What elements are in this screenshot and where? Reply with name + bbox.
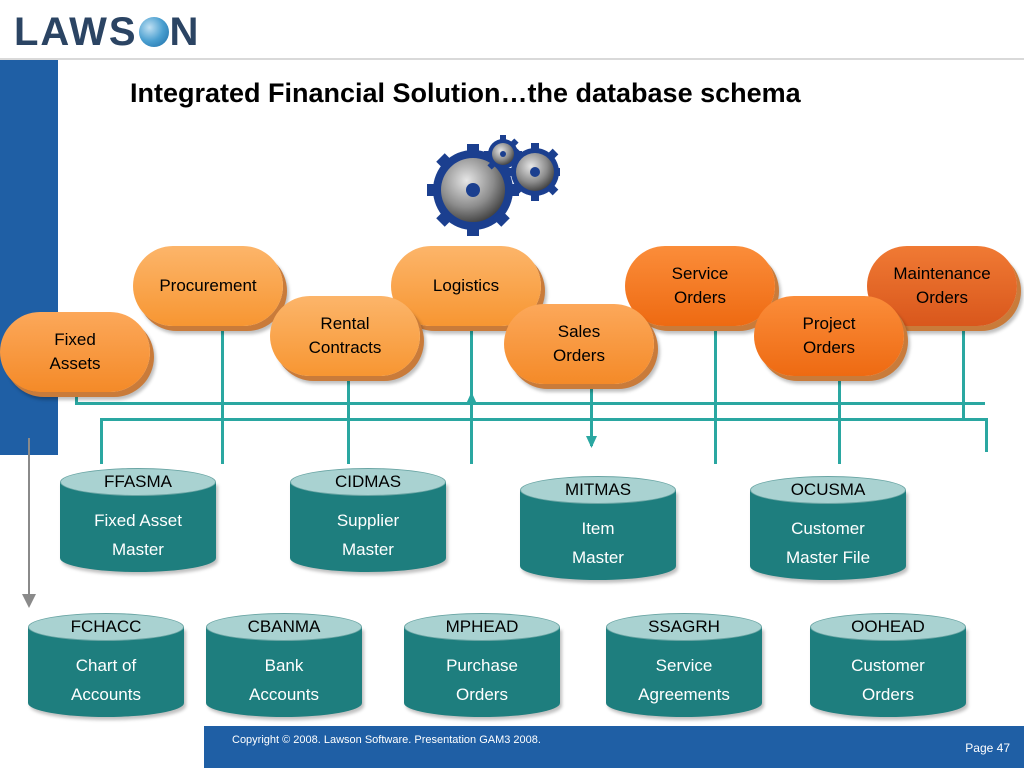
db-table-ssagrh: SSAGRH Service Agreements <box>606 613 762 731</box>
logo-text-left: LAWS <box>14 10 138 54</box>
table-code: MPHEAD <box>445 617 519 636</box>
module-label: Sales Orders <box>553 322 605 365</box>
left-accent-bar <box>0 60 58 455</box>
module-label: Rental Contracts <box>308 314 382 357</box>
module-logistics: Logistics <box>391 246 541 326</box>
module-label: Procurement <box>159 276 257 295</box>
table-code: CBANMA <box>247 617 321 636</box>
page-number: Page 47 <box>965 741 1010 755</box>
connector-sales <box>590 386 593 446</box>
gears-icon <box>427 135 560 236</box>
module-label: Fixed Assets <box>49 330 101 373</box>
module-fixed-assets: Fixed Assets <box>0 312 150 392</box>
table-description: Chart of Accounts <box>71 656 141 704</box>
connector-maintenance <box>962 330 965 420</box>
connector-bus-lower <box>100 418 988 421</box>
db-table-mphead: MPHEAD Purchase Orders <box>404 613 560 731</box>
table-description: Purchase Orders <box>446 656 518 704</box>
module-label: Logistics <box>432 276 500 295</box>
header-divider <box>0 58 1024 60</box>
logo-text-right: N <box>169 10 201 54</box>
db-table-mitmas: MITMAS Item Master <box>520 476 676 594</box>
table-code: FFASMA <box>103 472 172 491</box>
module-label: Service Orders <box>671 264 729 307</box>
table-description: Item Master <box>572 519 624 567</box>
connector-procurement <box>221 328 224 464</box>
db-table-ocusma: OCUSMA Customer Master File <box>750 476 906 594</box>
table-code: MITMAS <box>564 480 632 499</box>
db-table-ffasma: FFASMA Fixed Asset Master <box>60 468 216 586</box>
down-arrow-icon <box>586 436 597 448</box>
module-procurement: Procurement <box>133 246 283 326</box>
table-code: CIDMAS <box>334 472 402 491</box>
gray-down-arrow-icon <box>22 438 36 608</box>
up-arrow-icon <box>466 392 477 404</box>
connector-bus-upper <box>75 402 985 405</box>
module-label: Maintenance Orders <box>893 264 991 307</box>
table-code: OCUSMA <box>790 480 866 499</box>
table-description: Bank Accounts <box>249 656 319 704</box>
table-description: Supplier Master <box>336 511 400 559</box>
connector-rental <box>347 378 350 464</box>
table-description: Customer Master File <box>785 519 871 567</box>
db-table-oohead: OOHEAD Customer Orders <box>810 613 966 731</box>
module-service-orders: Service Orders <box>625 246 775 326</box>
copyright-text: Copyright © 2008. Lawson Software. Prese… <box>232 734 541 746</box>
connector-service <box>714 330 717 464</box>
table-description: Fixed Asset Master <box>94 511 182 559</box>
connector-fixed-assets <box>75 390 78 404</box>
connector-right-drop <box>985 418 988 452</box>
table-code: SSAGRH <box>648 617 720 636</box>
table-code: FCHACC <box>70 617 142 636</box>
table-description: Customer Orders <box>851 656 925 704</box>
db-table-cidmas: CIDMAS Supplier Master <box>290 468 446 586</box>
footer-bar <box>204 726 1024 768</box>
module-sales-orders: Sales Orders <box>504 304 654 384</box>
lawson-logo: LAWS N <box>14 10 200 55</box>
connector-project <box>838 378 841 464</box>
db-table-fchacc: FCHACC Chart of Accounts <box>28 613 184 731</box>
table-description: Service Agreements <box>638 656 730 704</box>
module-label: Project Orders <box>802 314 856 357</box>
module-project-orders: Project Orders <box>754 296 904 376</box>
module-rental-contracts: Rental Contracts <box>270 296 420 376</box>
globe-icon <box>138 17 169 47</box>
table-code: OOHEAD <box>851 617 925 636</box>
slide-title: Integrated Financial Solution…the databa… <box>130 78 801 108</box>
db-table-cbanma: CBANMA Bank Accounts <box>206 613 362 731</box>
connector-left-drop <box>100 420 103 464</box>
